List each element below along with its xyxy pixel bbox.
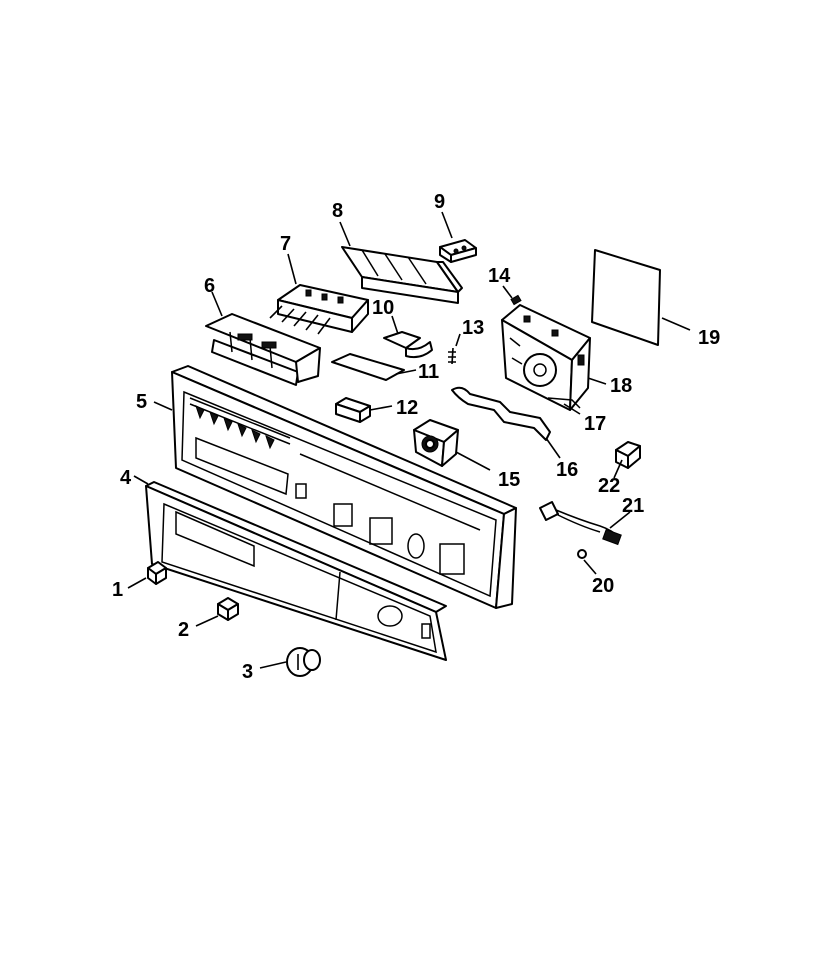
callout-20: 20 (592, 575, 614, 597)
part-14-pin (510, 294, 522, 306)
callout-9: 9 (434, 191, 445, 213)
part-22-switch (615, 441, 641, 469)
callout-15: 15 (498, 469, 520, 491)
part-20-small-ball (577, 549, 587, 559)
callout-17: 17 (584, 413, 606, 435)
callout-18: 18 (610, 375, 632, 397)
callout-13: 13 (462, 317, 484, 339)
part-13-screw (448, 347, 456, 365)
part-4-front-panel (145, 481, 447, 661)
part-3-knob (286, 647, 321, 677)
callout-1: 1 (112, 579, 123, 601)
callout-7: 7 (280, 233, 291, 255)
part-8-shield-tray (341, 246, 463, 304)
part-1-knob-small (147, 561, 167, 585)
callout-12: 12 (396, 397, 418, 419)
part-17-arm (547, 397, 581, 409)
part-5-control-panel (171, 365, 517, 609)
callout-14: 14 (488, 265, 511, 287)
part-19-panel-sheet (591, 249, 661, 346)
panel-vents (195, 405, 275, 450)
part-18-timer (501, 304, 591, 411)
part-21-wire-harness (539, 501, 622, 546)
part-11-insulator-sheet (331, 353, 405, 381)
part-12-button (335, 397, 371, 423)
callout-5: 5 (136, 391, 147, 413)
callout-3: 3 (242, 661, 253, 683)
callout-11: 11 (418, 361, 439, 383)
callout-21: 21 (622, 495, 644, 517)
callout-10: 10 (372, 297, 394, 319)
part-2-button-small (217, 597, 239, 621)
part-10-clip (383, 331, 433, 359)
callout-22: 22 (598, 475, 620, 497)
callout-8: 8 (332, 200, 343, 222)
callout-16: 16 (556, 459, 578, 481)
part-7-switch-block (269, 284, 369, 335)
callout-19: 19 (698, 327, 720, 349)
callout-4: 4 (120, 467, 132, 489)
part-6-bracket (205, 313, 321, 386)
callout-labels: 1 2 3 4 5 6 7 8 9 10 11 12 13 14 15 16 1… (112, 191, 720, 683)
part-16-linkage-rod (451, 386, 551, 441)
part-9-small-block (439, 239, 477, 263)
callout-2: 2 (178, 619, 189, 641)
callout-6: 6 (204, 275, 215, 297)
part-15-selector-switch (413, 419, 459, 467)
leader-lines (127, 211, 691, 669)
